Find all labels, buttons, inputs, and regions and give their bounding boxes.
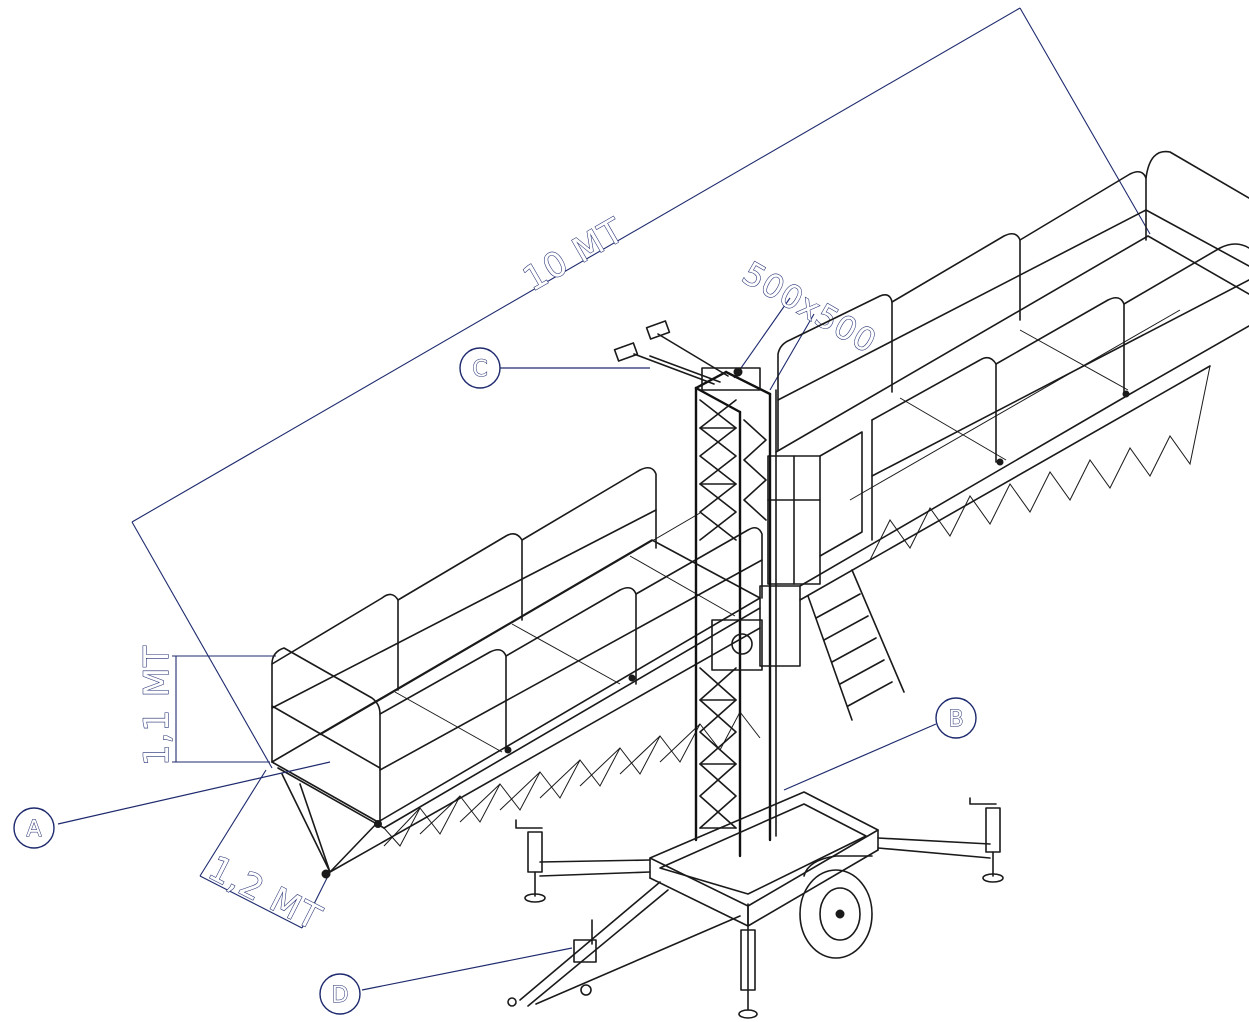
right-guard-rails bbox=[767, 150, 1249, 585]
callout-a: A bbox=[13, 761, 331, 849]
width-dimension: 1,2 MT bbox=[199, 769, 331, 939]
callout-b-label: B bbox=[948, 707, 963, 732]
callout-c: C bbox=[459, 347, 650, 389]
platform-right-wing bbox=[775, 235, 1249, 601]
length-dimension-label: 10 MT bbox=[517, 211, 632, 300]
mast-head bbox=[613, 320, 761, 391]
trailer-chassis bbox=[507, 791, 879, 1007]
mast-section-dimension: 500x500 bbox=[733, 253, 884, 391]
height-dimension: 1,1 MT bbox=[136, 644, 276, 767]
length-dimension: 10 MT bbox=[131, 7, 1151, 769]
access-ladder bbox=[807, 569, 905, 721]
callout-c-label: C bbox=[472, 357, 487, 382]
callout-a-label: A bbox=[26, 817, 41, 842]
platform-left-wing bbox=[271, 512, 761, 879]
mast-tower bbox=[694, 370, 801, 858]
left-guard-rails bbox=[271, 466, 763, 823]
width-dimension-label: 1,2 MT bbox=[202, 848, 328, 939]
height-dimension-label: 1,1 MT bbox=[137, 645, 177, 766]
callout-d-label: D bbox=[332, 983, 349, 1008]
outriggers bbox=[515, 797, 1004, 1019]
mast-section-label: 500x500 bbox=[736, 254, 883, 361]
callout-b: B bbox=[783, 697, 977, 791]
callout-d: D bbox=[319, 947, 573, 1015]
